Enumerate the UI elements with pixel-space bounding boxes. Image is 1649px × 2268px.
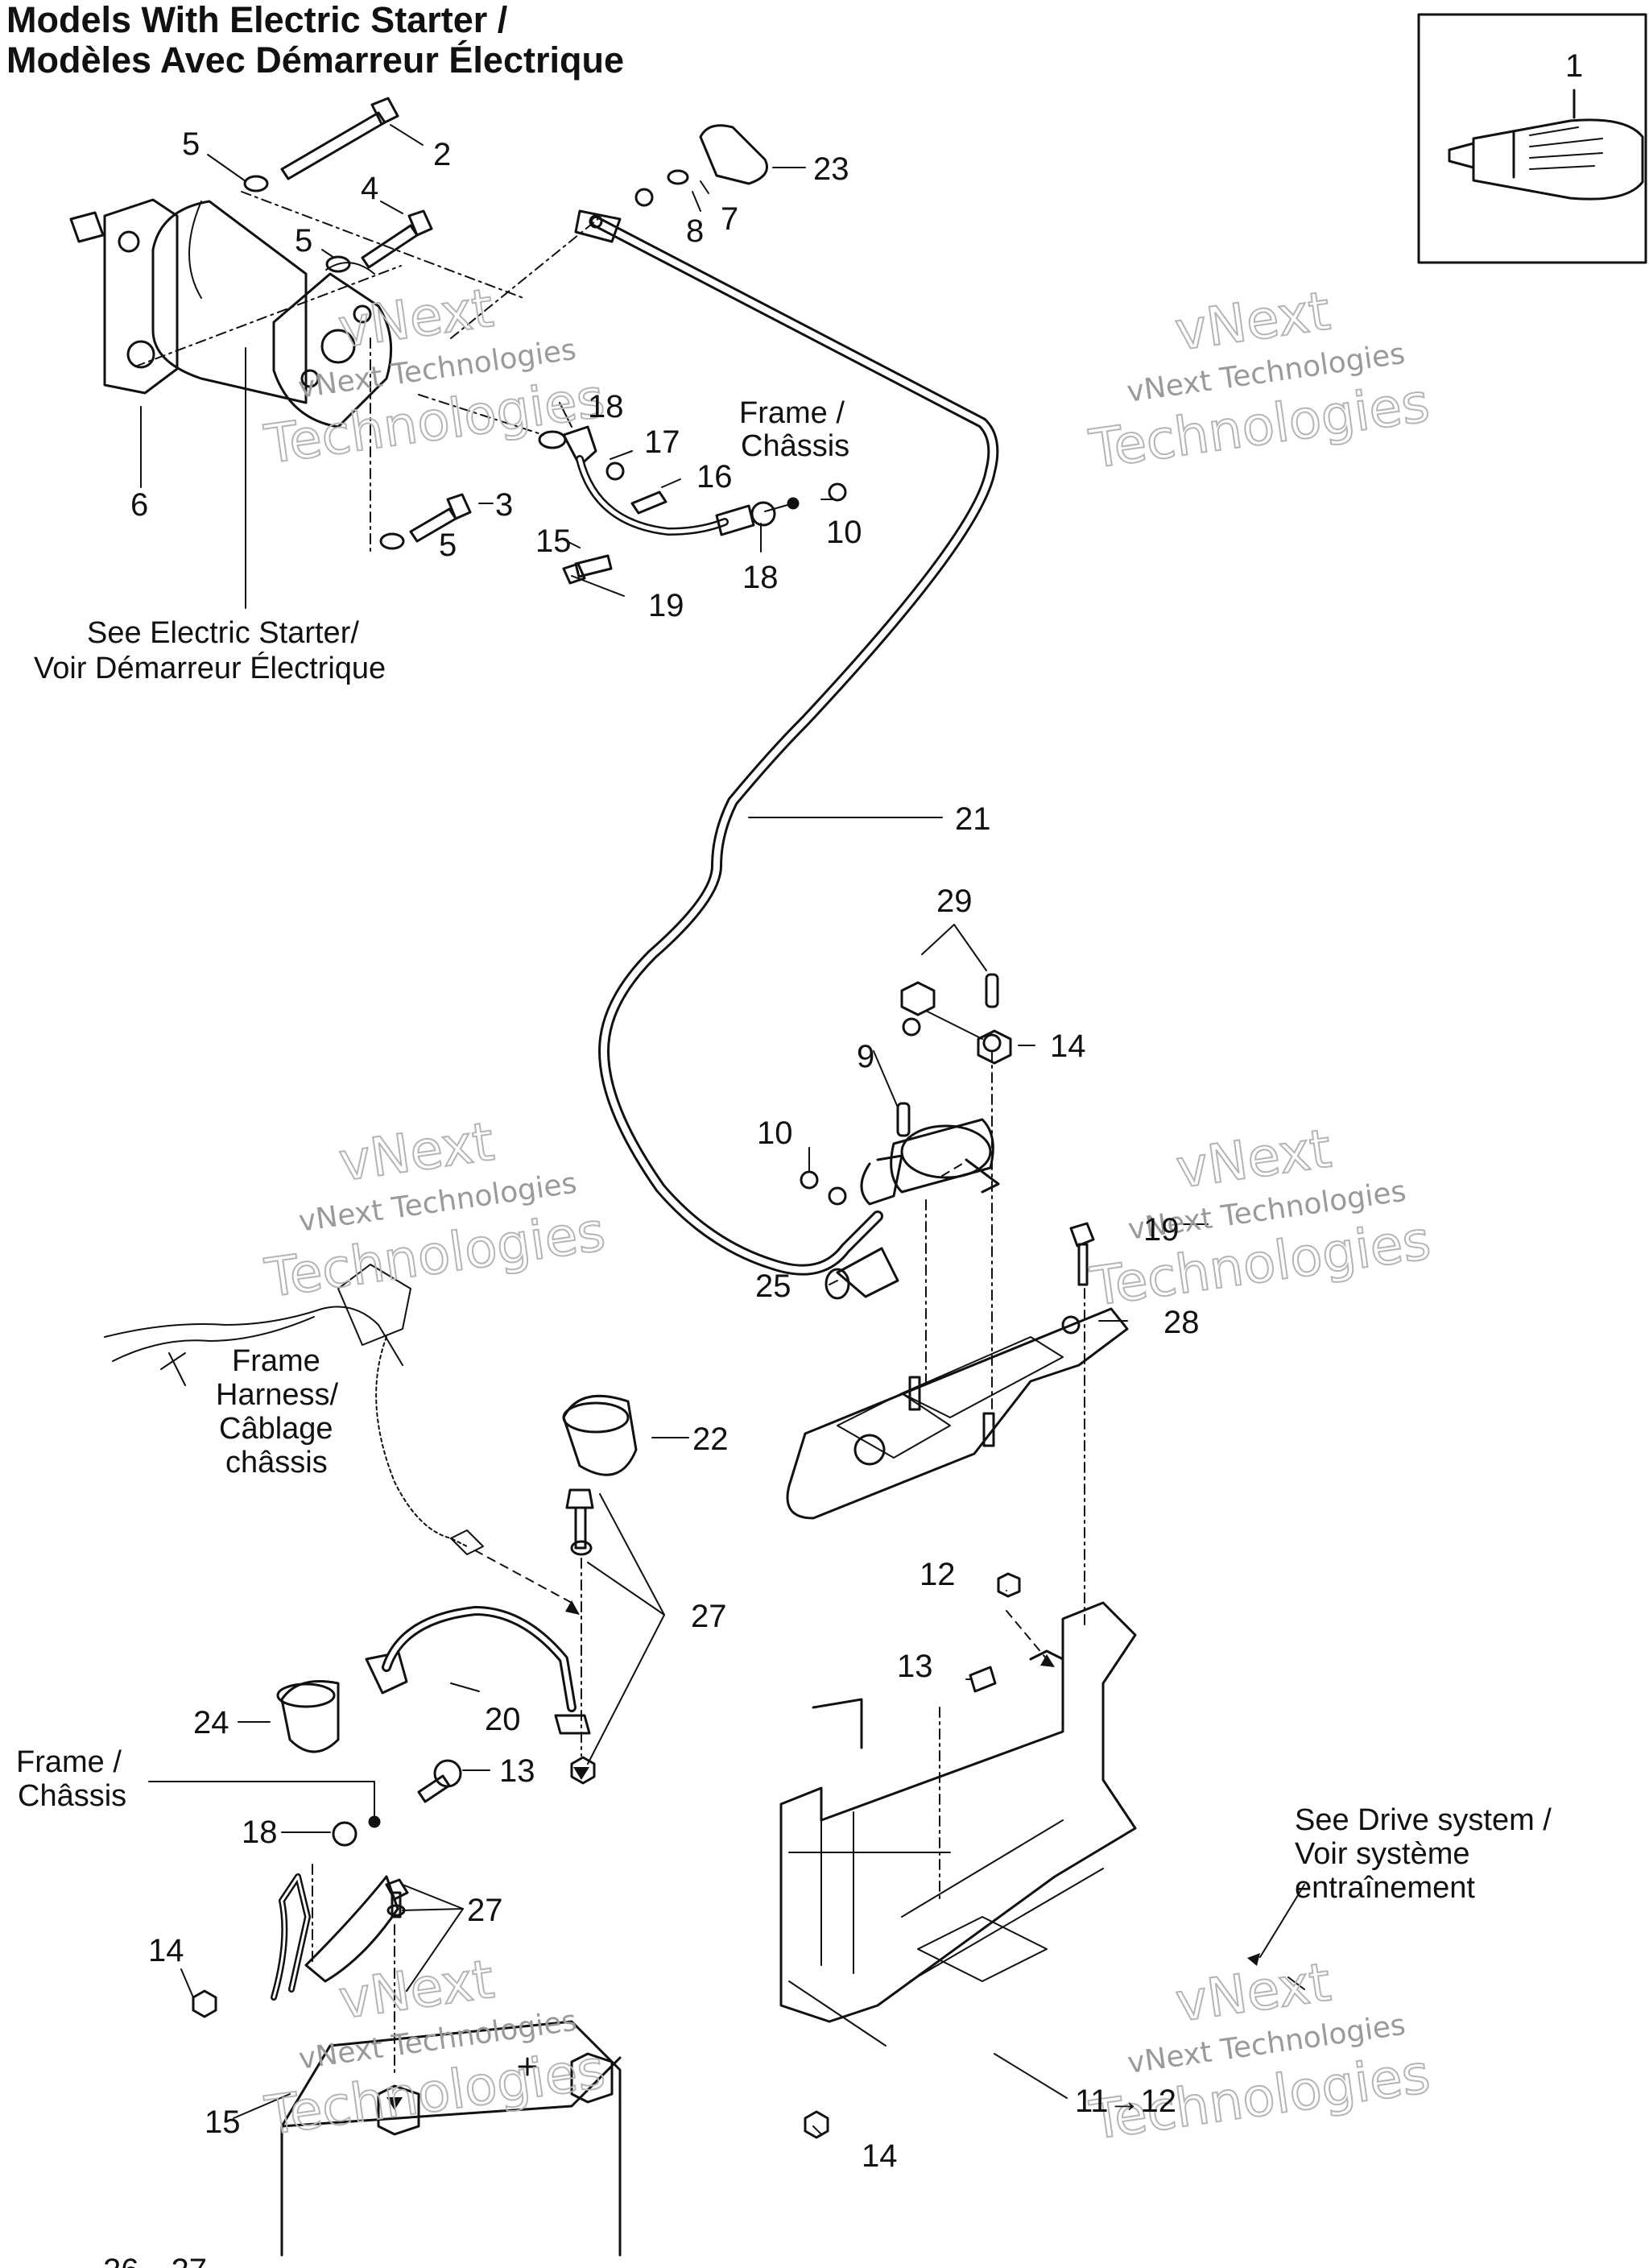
- inset-box: [1417, 13, 1647, 264]
- callout-1: 1: [1565, 48, 1583, 84]
- boot-24: [276, 1680, 340, 1753]
- note-drive-2: Voir système: [1295, 1837, 1470, 1871]
- bracket-28: [786, 1307, 1129, 1520]
- callout-23: 23: [813, 151, 849, 187]
- callout-28: 28: [1163, 1305, 1200, 1340]
- diagram-title: Models With Electric Starter / Modèles A…: [6, 0, 624, 81]
- callout-10b: 10: [757, 1115, 793, 1151]
- assembly-lines: [134, 191, 1085, 2075]
- callout-18a: 18: [588, 389, 624, 424]
- note-frame-2: Châssis: [741, 429, 849, 463]
- positive-cable-21: [574, 124, 999, 1276]
- callout-14b: 14: [148, 1933, 184, 1968]
- callout-5a: 5: [182, 126, 200, 162]
- callout-16: 16: [696, 459, 733, 495]
- frame-dot-bottom: [368, 1815, 381, 1828]
- callout-26-27: 26→27: [103, 2253, 207, 2268]
- frame-dot-top: [787, 497, 800, 510]
- callout-19a: 19: [648, 588, 684, 623]
- cable-20: [365, 1606, 591, 1735]
- callout-27a: 27: [691, 1599, 727, 1634]
- callout-25: 25: [755, 1269, 791, 1304]
- title-line-1: Models With Electric Starter /: [6, 0, 508, 40]
- note-harness-2: Harness/: [216, 1378, 338, 1412]
- cap-22: [562, 1394, 638, 1476]
- callout-13b: 13: [499, 1753, 535, 1789]
- note-electric-starter-2: Voir Démarreur Électrique: [34, 651, 386, 685]
- callout-17: 17: [644, 424, 680, 460]
- notes: See Electric Starter/ Voir Démarreur Éle…: [16, 396, 1552, 1905]
- cable-15-lower: [192, 1873, 409, 2018]
- frame-harness: [104, 1264, 484, 1555]
- callout-21: 21: [955, 801, 991, 837]
- callout-24: 24: [193, 1705, 229, 1740]
- callout-14c: 14: [862, 2138, 898, 2174]
- callout-7: 7: [721, 201, 738, 237]
- bolt-4: [361, 209, 433, 269]
- callout-4: 4: [361, 171, 378, 206]
- solenoid-9: [800, 973, 1002, 1206]
- callout-6: 6: [130, 487, 148, 523]
- pointer-dashes: [474, 1163, 1048, 1660]
- starter-cable-15: [538, 425, 847, 585]
- bolt-3: [409, 493, 472, 543]
- title-line-2: Modèles Avec Démarreur Électrique: [6, 39, 624, 81]
- callout-numbers: 1 2 3 4 5 5 5 6 7 8 9 10 10 12 13 13 14 …: [103, 48, 1583, 2268]
- callout-leaders: [140, 124, 1305, 2135]
- electric-starter: [69, 198, 393, 428]
- hardware-27-top: [565, 1488, 596, 1785]
- callout-5b: 5: [295, 223, 312, 259]
- note-frame-b-2: Châssis: [18, 1779, 126, 1813]
- callout-29: 29: [936, 884, 973, 919]
- washer-5-top: [243, 175, 269, 192]
- note-electric-starter-1: See Electric Starter/: [87, 616, 359, 650]
- callout-12: 12: [920, 1557, 956, 1592]
- callout-13a: 13: [897, 1649, 933, 1684]
- arrowheads: [386, 1600, 1260, 2110]
- callout-15a: 15: [535, 524, 572, 559]
- callout-9: 9: [857, 1039, 874, 1074]
- bolt-13-left: [417, 1759, 462, 1803]
- callout-15b: 15: [205, 2105, 241, 2140]
- note-harness-3: Câblage: [219, 1412, 333, 1446]
- note-drive-1: See Drive system /: [1295, 1803, 1552, 1837]
- callout-20: 20: [485, 1702, 521, 1737]
- callout-3: 3: [495, 487, 513, 523]
- battery-tray: [779, 1572, 1137, 2139]
- grease-tube: [1448, 118, 1644, 201]
- bolt-19-right: [1069, 1222, 1095, 1286]
- callout-5c: 5: [439, 528, 457, 563]
- boot-25: [824, 1247, 899, 1300]
- note-drive-3: entraînement: [1295, 1871, 1475, 1905]
- bolt-2: [280, 97, 399, 180]
- washer-5-mid: [325, 255, 351, 273]
- nut-14-mid: [977, 1029, 1012, 1065]
- note-frame-1: Frame /: [739, 396, 845, 430]
- callout-18c: 18: [242, 1815, 278, 1850]
- callout-18b: 18: [742, 560, 779, 595]
- note-harness-1: Frame: [232, 1344, 320, 1378]
- washer-5-low: [379, 532, 405, 550]
- callout-8: 8: [686, 213, 704, 249]
- callout-11-12: 11→12: [1075, 2084, 1176, 2119]
- note-harness-4: châssis: [225, 1446, 328, 1480]
- callout-14a: 14: [1050, 1028, 1086, 1064]
- callout-2: 2: [433, 137, 451, 172]
- washer-18-left: [332, 1821, 357, 1847]
- battery: [280, 2020, 622, 2257]
- callout-27b: 27: [467, 1893, 503, 1928]
- callout-10a: 10: [826, 515, 862, 550]
- callout-22: 22: [692, 1422, 729, 1457]
- callout-19b: 19: [1143, 1212, 1180, 1248]
- nut-14-top: [900, 981, 936, 1016]
- note-frame-b-1: Frame /: [16, 1745, 122, 1779]
